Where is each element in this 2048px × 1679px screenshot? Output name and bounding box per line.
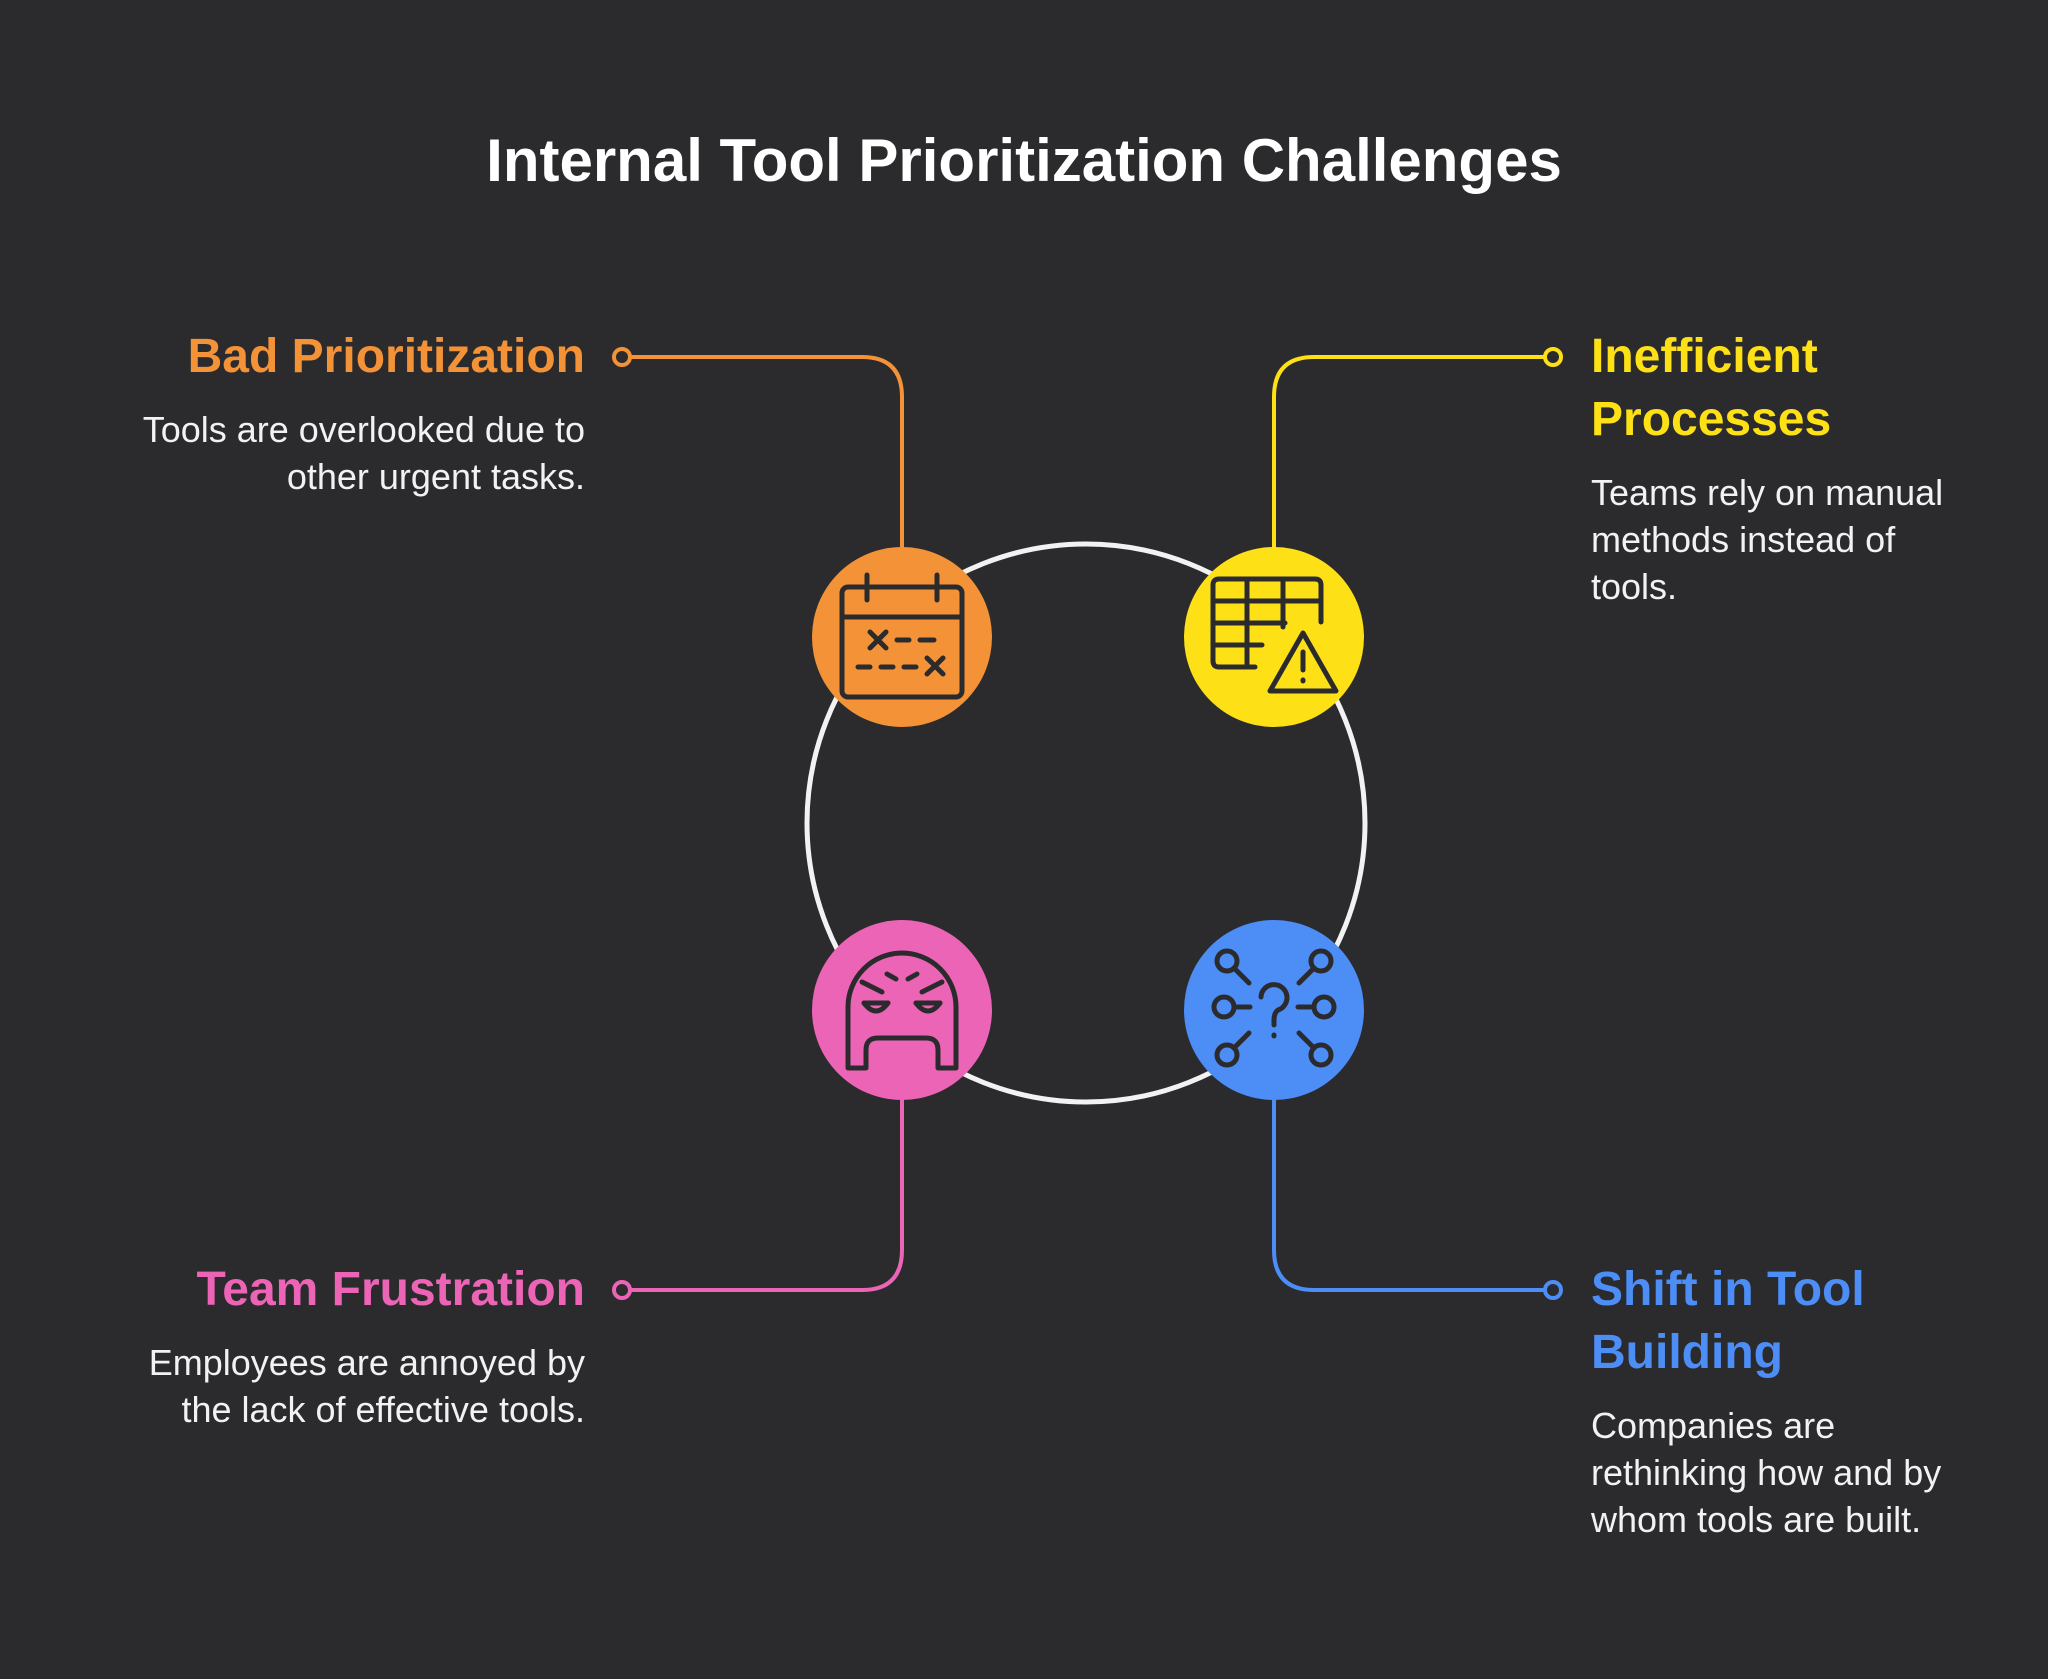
frustrated-face-icon [845,950,959,1071]
node-circle-team-frustration [812,920,992,1100]
node-bad-prioritization [812,547,992,727]
challenge-bad-prioritization: Bad Prioritization Tools are overlooked … [120,325,585,500]
challenge-shift-in-tool-building: Shift in Tool Building Companies are ret… [1591,1258,1991,1543]
node-shift-in-tool-building [1184,920,1364,1100]
center-ring [804,541,1368,1105]
challenge-description: Companies are rethinking how and by whom… [1591,1405,1942,1540]
challenge-description: Employees are annoyed by the lack of eff… [148,1342,585,1430]
connector-end-bad-prioritization [612,347,632,367]
node-circle-shift-in-tool-building [1184,920,1364,1100]
connector-team-frustration [622,1098,904,1292]
connector-end-inefficient-processes [1543,347,1563,367]
connector-shift-in-tool-building [1272,1098,1553,1292]
challenge-heading: Inefficient Processes [1591,330,1832,446]
node-team-frustration [812,920,992,1100]
challenge-team-frustration: Team Frustration Employees are annoyed b… [120,1258,585,1433]
challenge-description: Teams rely on manual methods instead of … [1591,472,1944,607]
challenge-inefficient-processes: Inefficient Processes Teams rely on manu… [1591,325,1991,610]
node-inefficient-processes [1184,547,1364,727]
connector-bad-prioritization [622,355,904,548]
question-network-icon [1211,948,1337,1068]
diagram-title: Internal Tool Prioritization Challenges [486,127,1562,194]
spreadsheet-warning-icon [1210,576,1339,694]
challenge-heading: Team Frustration [196,1263,586,1316]
challenge-heading: Bad Prioritization [187,330,585,383]
calendar-x-icon [839,572,965,700]
connector-inefficient-processes [1272,355,1553,548]
connector-end-shift-in-tool-building [1543,1280,1563,1300]
connector-end-team-frustration [612,1280,632,1300]
challenge-description: Tools are overlooked due to other urgent… [142,409,585,497]
challenge-heading: Shift in Tool Building [1591,1263,1865,1379]
node-circle-bad-prioritization [812,547,992,727]
